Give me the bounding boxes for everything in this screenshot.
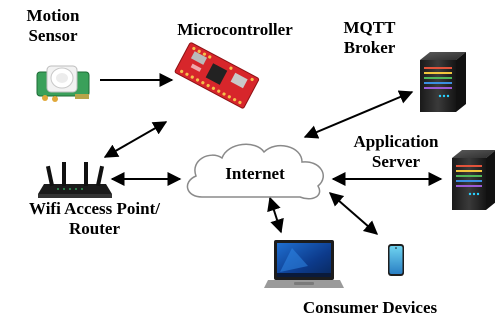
pir-sensor-icon — [36, 65, 90, 102]
cloud-icon — [186, 143, 324, 200]
wifi-router-label-line1: Wifi Access Point/ — [29, 199, 160, 218]
motion-sensor-label: Motion Sensor — [8, 6, 98, 46]
server-tower-icon — [420, 52, 466, 112]
laptop-icon — [264, 240, 344, 288]
arrow-internet-mqtt-broker — [303, 90, 414, 139]
application-server-label-line2: Server — [371, 152, 421, 171]
wifi-router-label-line2: Router — [69, 219, 120, 238]
application-server-label: Application Server — [332, 132, 460, 172]
wifi-router-label: Wifi Access Point/ Router — [2, 199, 187, 239]
arrow-internet-laptop — [267, 196, 284, 234]
connection-arrows — [100, 73, 443, 235]
microcontroller-label: Microcontroller — [177, 20, 293, 39]
mqtt-broker-label-line1: MQTT — [343, 18, 396, 37]
arrow-microcontroller-router — [103, 121, 168, 158]
internet-label: Internet — [225, 164, 285, 183]
server-tower-icon — [452, 150, 495, 210]
application-server-label-line1: Application — [353, 132, 439, 151]
smartphone-icon — [388, 244, 404, 276]
circuit-board-icon — [174, 42, 260, 109]
consumer-devices-label: Consumer Devices — [302, 298, 438, 317]
arrow-internet-smartphone — [328, 192, 379, 235]
motion-sensor-label-line1: Motion — [26, 6, 80, 25]
mqtt-broker-label-line2: Broker — [343, 38, 396, 57]
motion-sensor-label-line2: Sensor — [28, 26, 78, 45]
wifi-router-icon — [38, 162, 112, 198]
mqtt-broker-label: MQTT Broker — [332, 18, 407, 58]
